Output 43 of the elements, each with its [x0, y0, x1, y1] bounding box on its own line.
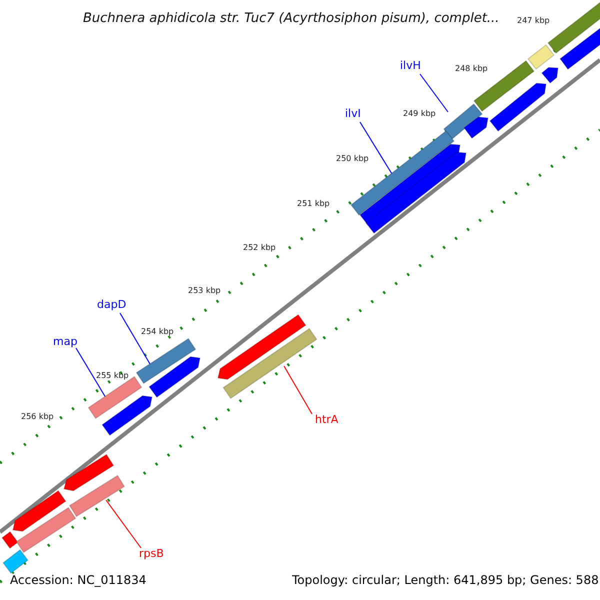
- gene-block: [559, 26, 600, 70]
- leader-line: [106, 500, 142, 548]
- leader-line: [420, 74, 448, 112]
- tick-label: 252 kbp: [243, 244, 276, 252]
- gene-block: [68, 474, 126, 518]
- gene-block: [350, 130, 455, 216]
- gene-block: [12, 490, 66, 532]
- gene-block: [222, 328, 318, 400]
- leader-line: [360, 122, 392, 174]
- tick-label: 247 kbp: [517, 17, 550, 25]
- gene-label: htrA: [315, 414, 338, 425]
- tick-label: 256 kbp: [21, 413, 54, 421]
- gene-block: [63, 454, 114, 492]
- gene-block: [16, 506, 76, 554]
- leader-line: [284, 366, 312, 414]
- leader-line: [120, 312, 150, 364]
- gene-block: [527, 44, 555, 70]
- gene-block: [473, 60, 535, 112]
- gene-block: [443, 103, 483, 140]
- gene-block: [217, 314, 306, 380]
- gene-block: [541, 67, 559, 84]
- gene-block: [102, 395, 153, 436]
- gene-block: [2, 549, 29, 574]
- gene-block: [136, 338, 196, 384]
- tick-label: 251 kbp: [297, 200, 330, 208]
- title: Buchnera aphidicola str. Tuc7 (Acyrthosiphon pisum), complet...: [83, 12, 500, 25]
- gene-label: map: [53, 336, 78, 347]
- tick-label: 255 kbp: [96, 372, 129, 380]
- gene-label: rpsB: [139, 548, 164, 559]
- leader-line: [76, 348, 106, 398]
- tick-label: 248 kbp: [455, 65, 488, 73]
- gene-label: ilvH: [400, 60, 421, 71]
- footer-text: Topology: circular; Length: 641,895 bp; Genes: 588: [292, 574, 599, 586]
- gene-block: [489, 82, 547, 132]
- gene-block: [148, 356, 201, 398]
- tick-label: 249 kbp: [403, 110, 436, 118]
- gene-block: [463, 116, 489, 139]
- tick-label: 254 kbp: [141, 328, 174, 336]
- footer-text: Accession: NC_011834: [10, 574, 146, 586]
- tick-label: 253 kbp: [188, 287, 221, 295]
- gene-label: dapD: [97, 299, 126, 310]
- tick-label: 250 kbp: [336, 155, 369, 163]
- gene-label: ilvI: [345, 108, 361, 119]
